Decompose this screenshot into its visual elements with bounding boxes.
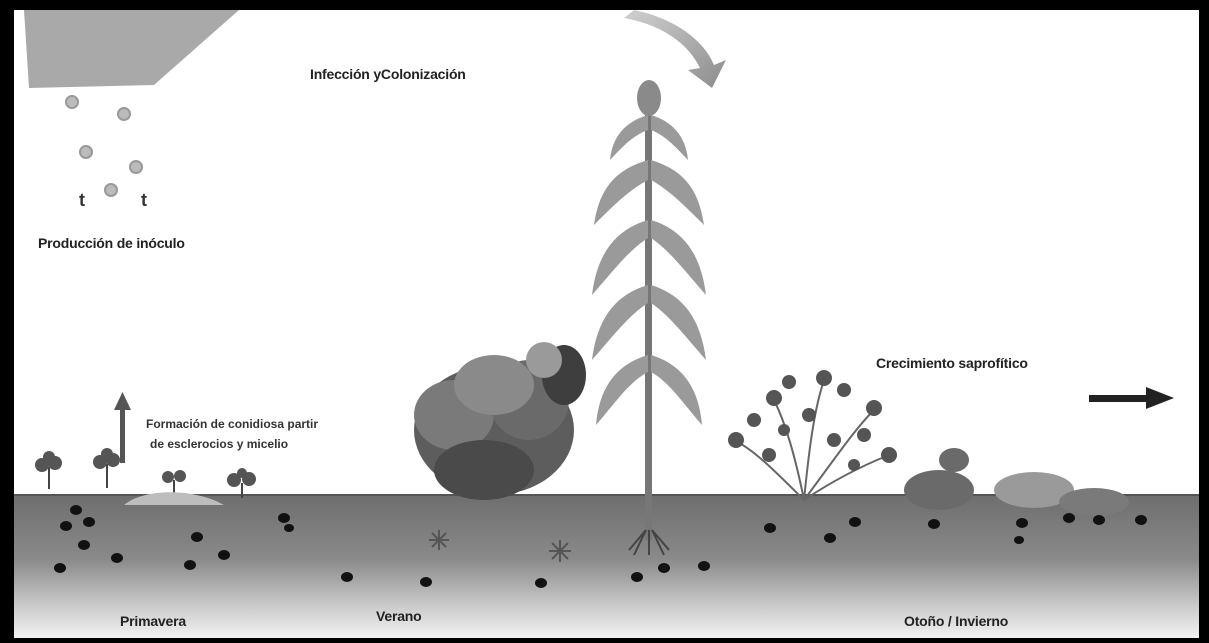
inoculum-cloud [24, 10, 239, 88]
conidia-label-line2: de esclerocios y micelio [150, 436, 288, 452]
inoculum-label: Producción de inóculo [38, 235, 185, 251]
infection-label: Infección yColonización [310, 66, 466, 82]
saprophytic-arrow [1089, 387, 1174, 409]
autumn-plant [728, 370, 897, 500]
spores [66, 96, 142, 196]
season-autumn-winter: Otoño / Invierno [904, 613, 1008, 629]
diagram-illustration [14, 10, 1199, 638]
season-summer: Verano [376, 608, 422, 624]
summer-bush [414, 342, 586, 500]
season-spring: Primavera [120, 613, 186, 629]
colonization-arrow [624, 10, 726, 88]
maize-plant [592, 80, 706, 555]
saprophytic-label: Crecimiento saprofítico [876, 355, 1028, 371]
conidia-label-line1: Formación de conidiosa partir [146, 416, 318, 432]
diagram-canvas: Infección yColonización Producción de in… [14, 10, 1199, 638]
winter-residue [904, 448, 1129, 516]
spore-glyph-left-2: t [79, 190, 85, 211]
spore-glyph-right: t [141, 190, 147, 211]
conidia-arrow [114, 392, 131, 463]
